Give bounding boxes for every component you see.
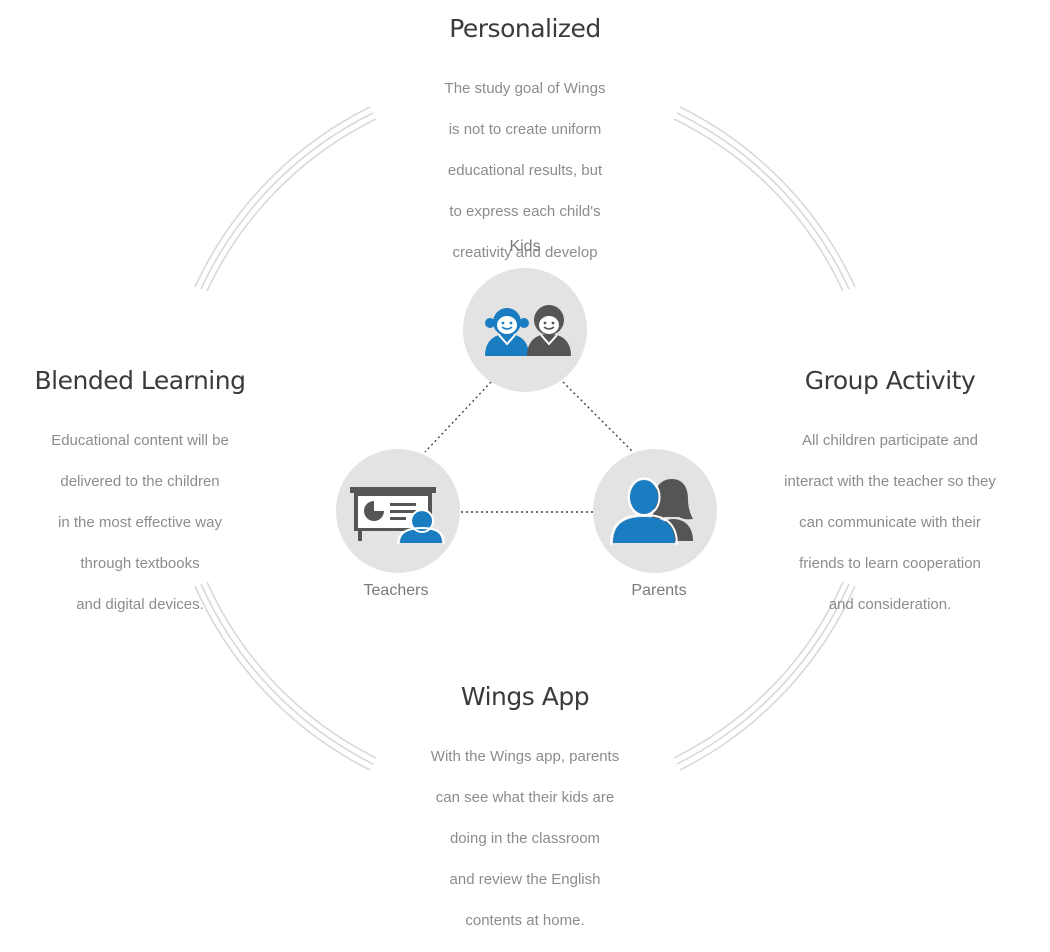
connector-lines xyxy=(424,381,634,513)
decorative-arcs xyxy=(194,106,856,771)
parents-node xyxy=(593,449,717,573)
kids-icon xyxy=(485,305,571,356)
group-activity-title: Group Activity xyxy=(804,366,976,395)
teachers-node xyxy=(336,449,460,573)
group-activity-description: All children participate and interact wi… xyxy=(784,431,996,613)
kids-label: Kids xyxy=(509,238,541,255)
parents-label: Parents xyxy=(631,582,687,599)
wings-app-description: With the Wings app, parents can see what… xyxy=(430,747,620,929)
blended-learning-section: Blended Learning Educational content wil… xyxy=(0,366,280,636)
kids-node xyxy=(463,268,587,392)
parents-icon xyxy=(610,477,693,546)
blended-learning-description: Educational content will be delivered to… xyxy=(51,431,229,613)
teachers-label: Teachers xyxy=(363,582,429,599)
group-activity-section: Group Activity All children participate … xyxy=(745,366,1035,636)
blended-learning-title: Blended Learning xyxy=(34,366,246,395)
wings-app-section: Wings App With the Wings app, parents ca… xyxy=(375,682,675,952)
teacher-presentation-icon xyxy=(350,487,445,545)
wings-app-title: Wings App xyxy=(460,682,590,711)
personalized-title: Personalized xyxy=(449,14,601,43)
